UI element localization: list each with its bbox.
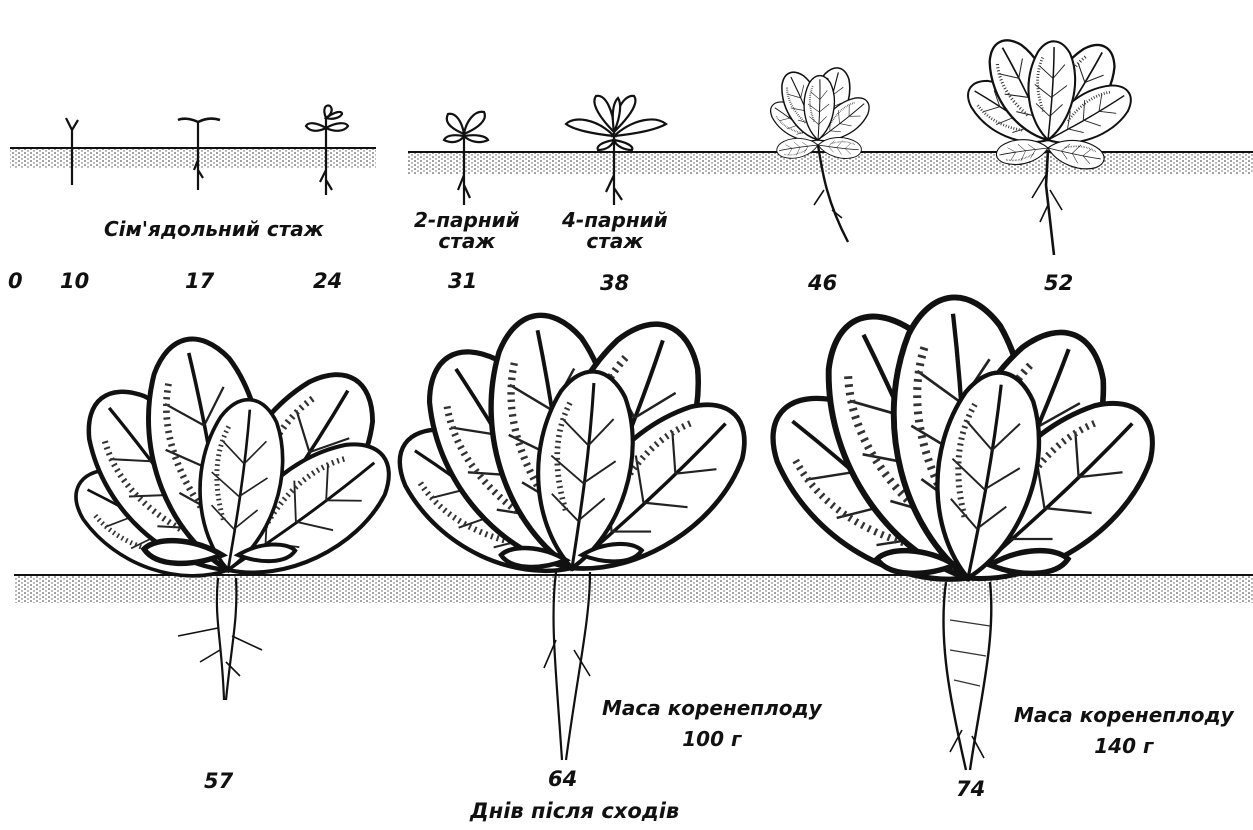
root-mass-100-line-1: Маса коренеплоду xyxy=(602,698,822,719)
soil-line-top-left xyxy=(10,148,376,168)
root-mass-100-line-2: 100 г xyxy=(602,729,822,750)
soil-line-bottom xyxy=(14,575,1253,603)
day-label: 38 xyxy=(600,272,629,294)
stage-two-pair-label: 2-парний стаж xyxy=(414,210,520,252)
day-label: 17 xyxy=(185,270,214,292)
stage-four-pair-label: 4-парний стаж xyxy=(562,210,668,252)
day-label: 57 xyxy=(204,770,233,792)
stage-four-pair-line-2: стаж xyxy=(562,231,668,252)
stage-two-pair-line-2: стаж xyxy=(414,231,520,252)
day-label: 24 xyxy=(313,270,342,292)
day-label: 10 xyxy=(60,270,89,292)
plant-day-57 xyxy=(59,329,410,700)
plant-day-52 xyxy=(958,31,1140,255)
stage-two-pair-line-1: 2-парний xyxy=(414,210,520,231)
day-label: 46 xyxy=(808,272,837,294)
day-label: 52 xyxy=(1044,272,1073,294)
stage-four-pair-line-1: 4-парний xyxy=(562,210,668,231)
plant-day-46 xyxy=(764,63,876,242)
day-label: 31 xyxy=(448,270,477,292)
x-axis-caption: Днів після сходів xyxy=(470,800,679,822)
root-mass-100-label: Маса коренеплоду 100 г xyxy=(602,698,822,750)
day-label: 0 xyxy=(8,270,23,292)
plant-day-64 xyxy=(376,305,770,760)
seedling-day-38 xyxy=(566,96,666,205)
root-mass-140-label: Маса коренеплоду 140 г xyxy=(1014,705,1234,757)
day-label: 74 xyxy=(956,778,985,800)
stage-cotyledon-label: Сім'ядольний стаж xyxy=(104,219,324,240)
day-label: 64 xyxy=(548,768,577,790)
root-mass-140-line-2: 140 г xyxy=(1014,736,1234,757)
root-mass-140-line-1: Маса коренеплоду xyxy=(1014,705,1234,726)
